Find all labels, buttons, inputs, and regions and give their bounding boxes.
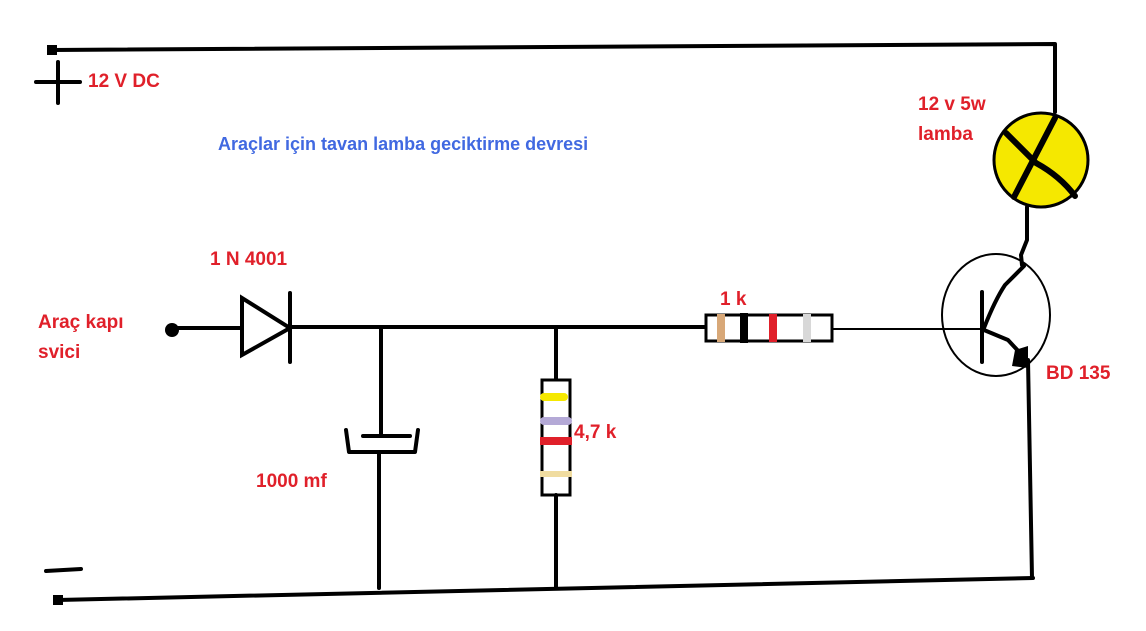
minus-sign-icon <box>44 567 83 573</box>
r-base-label: 1 k <box>720 289 747 310</box>
ground-rail <box>56 576 1035 602</box>
lamp-icon <box>992 111 1090 209</box>
emitter-wire <box>1026 358 1034 580</box>
transistor-label: BD 135 <box>1046 363 1111 384</box>
diagram-title: Araçlar için tavan lamba geciktirme devr… <box>218 134 588 154</box>
npn-transistor-icon <box>941 253 1051 377</box>
resistor-4k7-icon <box>540 378 572 497</box>
supply-label: 12 V DC <box>88 71 160 92</box>
capacitor-label: 1000 mf <box>256 471 327 492</box>
lamp-label-line2: lamba <box>918 124 973 145</box>
resistor-1k-icon <box>704 313 834 343</box>
diode-icon <box>240 291 294 364</box>
capacitor-icon <box>344 428 420 454</box>
lamp-label-line1: 12 v 5w <box>918 94 986 115</box>
input-label-line1: Araç kapı <box>38 312 124 333</box>
diode-label: 1 N 4001 <box>210 249 288 270</box>
plus-sign-icon <box>34 60 82 105</box>
r-pulldown-label: 4,7 k <box>574 422 617 443</box>
lamp-to-collector-wire <box>1019 205 1029 267</box>
positive-rail <box>50 42 1057 114</box>
input-label-line2: svici <box>38 342 80 363</box>
